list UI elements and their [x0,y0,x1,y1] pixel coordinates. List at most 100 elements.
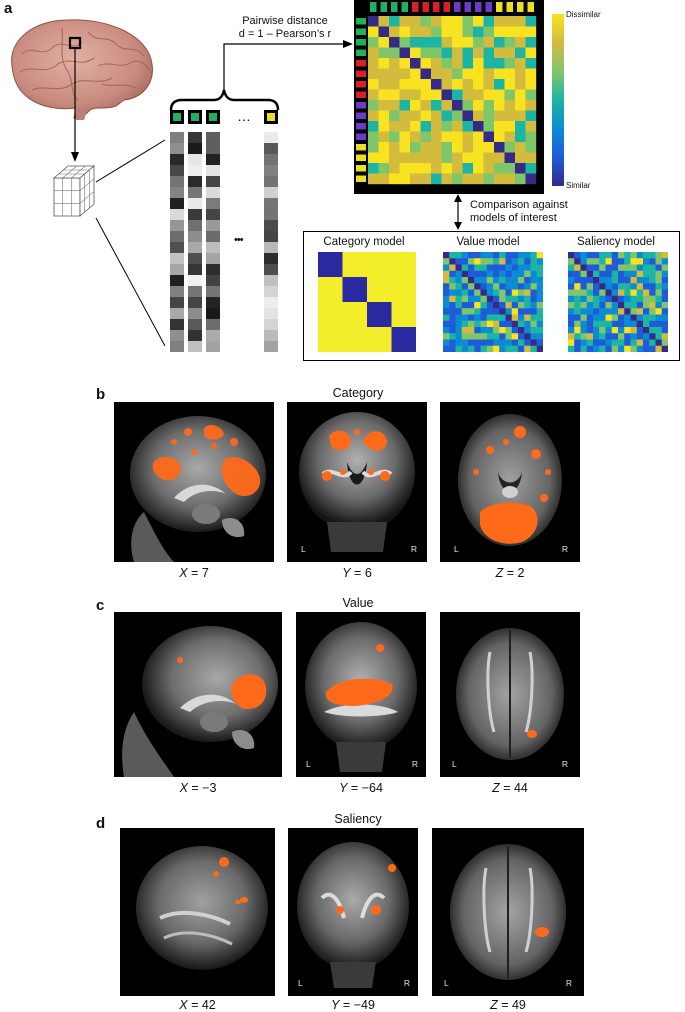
stimulus-icon [356,154,366,161]
axial-right-marker: R [561,544,568,554]
panel-c-title: Value [342,596,374,610]
stimulus-icon [422,2,429,12]
stimulus-icon [527,2,534,12]
coronal-left-marker: L [298,978,303,988]
models-box [303,231,680,361]
rdm-matrix-frame [354,0,544,194]
saliency-sagittal-slice [120,828,275,996]
category-coronal-slice: L R [287,402,427,562]
panel-d-title: Saliency [334,812,382,826]
value-sagittal-slice [114,612,282,777]
coronal-right-marker: R [411,759,418,769]
value-model-title: Value model [456,236,520,248]
coord-b-z: Z = 2 [495,566,525,580]
stimulus-icon [475,2,482,12]
stimulus-icon [356,60,366,67]
stimulus-icon [464,2,471,12]
saliency-axial-slice: L R [432,828,584,996]
stimulus-icon [356,175,366,182]
stimulus-icon [356,70,366,77]
stimulus-icon [356,39,366,46]
coord-b-x: X = 7 [179,566,209,580]
value-model-matrix [443,252,543,352]
stimulus-icon [356,144,366,151]
rdm-matrix [356,2,537,185]
stimulus-icon [443,2,450,12]
saliency-model-title: Saliency model [577,236,655,248]
axial-right-marker: R [565,978,572,988]
stimulus-icon [506,2,513,12]
coord-c-x: X = −3 [179,781,217,795]
coord-b-y: Y = 6 [342,566,372,580]
stimulus-icon [356,112,366,119]
category-model-matrix [318,252,416,352]
category-sagittal-slice [114,402,274,562]
stimulus-icon [356,28,366,35]
stimulus-icon [517,2,524,12]
stimulus-icon [485,2,492,12]
saliency-coronal-activation [336,864,396,915]
saliency-coronal-slice: L R [288,828,418,996]
stimulus-icon [380,2,387,12]
stimulus-icon-fill [267,113,275,121]
ellipsis-top: … [237,108,251,124]
stimulus-icon [356,18,366,25]
panel-b-letter: b [96,386,106,403]
saliency-model-matrix [568,252,668,352]
coord-d-z: Z = 49 [490,998,526,1012]
stimulus-icon [370,2,377,12]
category-coronal-activation [322,429,390,481]
stimulus-icon [412,2,419,12]
category-axial-activation [473,426,551,544]
coronal-left-marker: L [306,759,311,769]
axial-left-marker: L [452,759,457,769]
pairwise-label-line2: d = 1 – Pearson’s r [238,28,332,40]
panel-a-connectors [71,40,462,347]
category-model-title: Category model [323,236,405,248]
voxel-pattern-columns [170,110,278,352]
stimulus-icon-fill [209,113,217,121]
colorbar-label-similar: Similar [566,181,591,190]
colorbar [552,14,564,186]
axial-left-marker: L [454,544,459,554]
stimulus-icon [496,2,503,12]
coronal-right-marker: R [410,544,417,554]
comparison-label: Comparison against models of interest [470,199,568,225]
value-axial-slice: L R [440,612,580,777]
comparison-line1: Comparison against [470,199,568,211]
stimulus-icon [356,91,366,98]
value-sagittal-activation [177,657,267,710]
saliency-axial-activation [535,927,549,937]
coronal-left-marker: L [301,544,306,554]
value-coronal-activation [325,644,393,706]
pairwise-label-line1: Pairwise distance [242,15,328,27]
axial-left-marker: L [444,978,449,988]
coord-c-y: Y = −64 [339,781,383,795]
stimulus-icon [356,102,366,109]
stimulus-icon [454,2,461,12]
brain-illustration [11,19,153,120]
stimulus-icon [433,2,440,12]
stimulus-icon [356,49,366,56]
value-coronal-slice: L R [296,612,426,777]
pairwise-distance-label: Pairwise distance d = 1 – Pearson’s r [220,15,350,41]
stimulus-icon [391,2,398,12]
category-sagittal-activation [152,425,261,497]
stimulus-icon [356,165,366,172]
stimulus-icon [356,133,366,140]
stimulus-icon-fill [173,113,181,121]
panel-a-letter: a [4,0,13,17]
ellipsis-middle: ••• [234,234,244,246]
colorbar-label-dissimilar: Dissimilar [566,10,601,19]
panel-b-title: Category [332,386,384,400]
panel-c-letter: c [96,597,105,614]
coord-d-x: X = 42 [179,998,216,1012]
saliency-sagittal-activation [213,857,248,904]
stimulus-icon [401,2,408,12]
voxel-cube [52,165,96,217]
category-axial-slice: L R [440,402,580,562]
value-axial-activation [527,730,537,738]
stimulus-icon [356,123,366,130]
stimulus-icon [356,81,366,88]
coord-c-z: Z = 44 [492,781,528,795]
